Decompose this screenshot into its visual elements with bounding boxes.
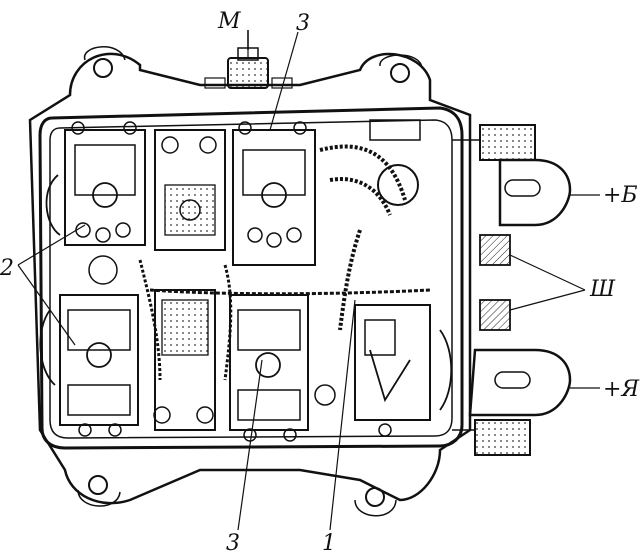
- leader-3-top: [269, 31, 299, 131]
- label-2: 2: [0, 256, 14, 281]
- leader-2a: [17, 224, 86, 266]
- leader-3-bottom: [237, 359, 263, 531]
- label-ya-plus: +Я: [603, 377, 640, 402]
- mounting-ears: [77, 46, 423, 517]
- leader-2b: [17, 264, 76, 346]
- leader-sh-a: [509, 254, 586, 291]
- relay-bottom-right: [229, 294, 309, 442]
- right-terminals: [452, 124, 572, 456]
- relay-top-right: [232, 121, 316, 266]
- leader-lines: [17, 30, 600, 531]
- bottom-right-ear-hole: [365, 487, 385, 507]
- relay-top-center: [154, 129, 226, 251]
- label-3-bottom: 3: [226, 531, 240, 556]
- label-b-plus: +Б: [603, 183, 638, 208]
- housing: [28, 52, 472, 505]
- bottom-left-ear-hole: [88, 475, 108, 495]
- leader-1: [329, 299, 356, 531]
- relay-bottom-left: [39, 255, 139, 437]
- top-right-ear-hole: [390, 63, 410, 83]
- top-left-ear-hole: [93, 58, 113, 78]
- relay-bottom-center: [153, 289, 216, 431]
- relay-top-left: [45, 121, 146, 246]
- unit-one: [314, 304, 453, 437]
- label-1: 1: [322, 531, 336, 556]
- leader-sh-b: [509, 289, 586, 311]
- label-3-top: 3: [296, 11, 310, 36]
- label-sh: Ш: [589, 277, 616, 302]
- label-m: М: [217, 9, 241, 34]
